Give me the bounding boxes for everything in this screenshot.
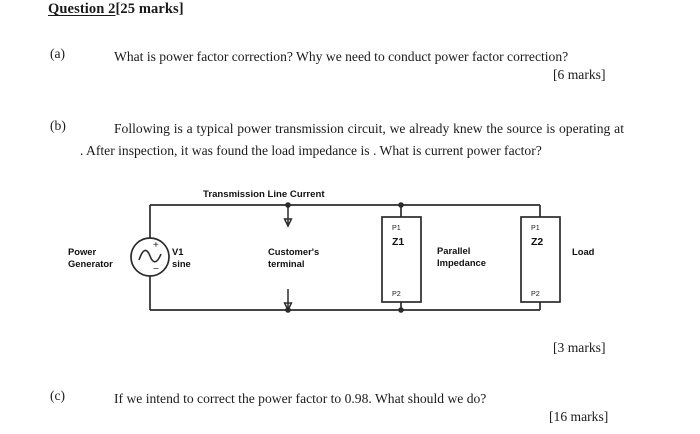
power-generator-label-line2: Generator: [68, 258, 113, 269]
question-total-marks: [25 marks]: [115, 1, 184, 17]
power-generator-label-line1: Power: [68, 246, 96, 257]
z2-pin-top-label: P1: [531, 223, 540, 232]
part-b-marks: [3 marks]: [553, 340, 606, 355]
part-a-text: What is power factor correction? Why we …: [114, 49, 569, 64]
part-b-text: Following is a typical power transmissio…: [80, 121, 624, 158]
z2-body: [520, 216, 561, 303]
part-c-marks: [16 marks]: [549, 409, 609, 424]
part-a-label: (a): [50, 46, 66, 61]
part-a-marks: [6 marks]: [553, 67, 606, 82]
parallel-impedance-label-line1: Parallel: [437, 245, 470, 256]
part-c-text: If we intend to correct the power factor…: [114, 391, 487, 406]
source-type-label: sine: [172, 258, 191, 269]
transmission-line-current-label: Transmission Line Current: [203, 189, 325, 200]
load-label: Load: [572, 246, 595, 257]
parallel-impedance-label-line2: Impedance: [437, 257, 486, 268]
z1-pin-top-label: P1: [392, 223, 401, 232]
z2-pin-bottom-label: P2: [531, 289, 540, 298]
z1-name-label: Z1: [392, 236, 404, 248]
page-title: Question 2[25 marks]: [48, 1, 184, 18]
z2-name-label: Z2: [531, 236, 543, 248]
customer-terminal-label-line1: Customer's: [268, 246, 319, 257]
part-b-label: (b): [50, 118, 66, 133]
customer-terminal-arrow: [283, 302, 293, 312]
z1-pin-bottom-label: P2: [392, 289, 401, 298]
current-probe-arrow: [283, 218, 293, 228]
source-name-label: V1: [172, 246, 183, 257]
sine-wave-icon: [138, 249, 162, 263]
part-c-label: (c): [50, 388, 66, 403]
z1-body: [381, 216, 422, 303]
question-number: Question 2: [48, 1, 116, 17]
source-plus-sign: +: [153, 240, 159, 251]
source-minus-sign: −: [153, 264, 159, 275]
z1-bottom-node: [398, 307, 404, 313]
circuit-diagram: Transmission Line Current + − V1 sine Po…: [0, 186, 700, 326]
customer-terminal-label-line2: terminal: [268, 258, 304, 269]
